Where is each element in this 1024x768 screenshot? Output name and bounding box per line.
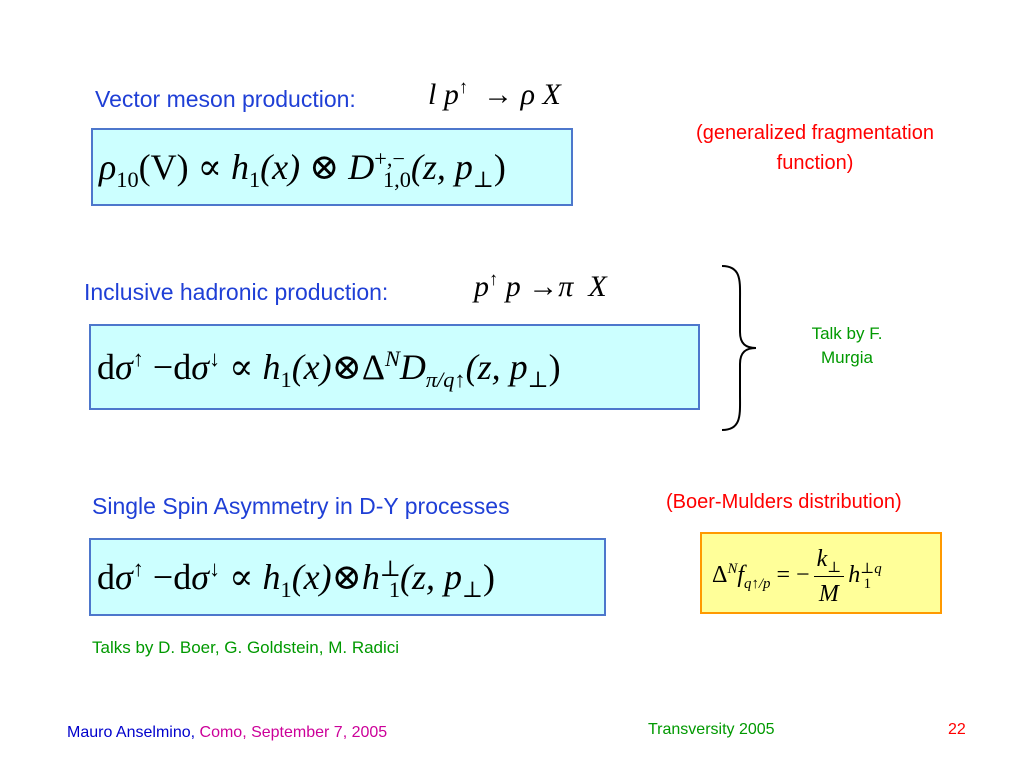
ssa-dy-heading: Single Spin Asymmetry in D-Y processes — [92, 493, 510, 519]
collins-sivers-formula: dσ↑ −dσ↓ ∝ h1(x)⊗ΔNDπ/q↑(z, p⊥) — [97, 346, 561, 393]
talks-by-note: Talks by D. Boer, G. Goldstein, M. Radic… — [92, 638, 400, 657]
rho-formula-box: ρ10(V) ∝ h1(x) ⊗ D+,−1,0(z, p⊥) — [91, 128, 573, 206]
boer-mulders-box: dσ↑ −dσ↓ ∝ h1(x)⊗h⊥1(z, p⊥) — [89, 538, 606, 616]
footer-conference: Transversity 2005 — [648, 721, 775, 738]
boer-mulders-note: (Boer-Mulders distribution) — [666, 491, 902, 513]
sivers-fragmentation-box: dσ↑ −dσ↓ ∝ h1(x)⊗ΔNDπ/q↑(z, p⊥) — [89, 324, 700, 410]
talk-murgia-note: Talk by F. Murgia — [811, 324, 883, 367]
page-number: 22 — [948, 721, 966, 738]
vector-meson-reaction: l p↑ → ρ X — [428, 77, 561, 111]
vector-meson-heading: Vector meson production: — [95, 86, 356, 112]
dy-formula: dσ↑ −dσ↓ ∝ h1(x)⊗h⊥1(z, p⊥) — [97, 556, 495, 603]
inclusive-hadronic-heading: Inclusive hadronic production: — [84, 279, 389, 305]
footer-author: Mauro Anselmino, — [67, 724, 196, 741]
generalized-fragmentation-note: (generalized fragmentation function) — [696, 122, 934, 174]
footer-author-line: Mauro Anselmino, Como, September 7, 2005 — [67, 724, 387, 742]
inclusive-hadronic-reaction: p↑ p →π X — [474, 269, 607, 303]
rho-formula: ρ10(V) ∝ h1(x) ⊗ D+,−1,0(z, p⊥) — [99, 146, 506, 193]
footer-place-date: Como, September 7, 2005 — [199, 724, 388, 741]
right-brace-icon — [721, 265, 757, 431]
